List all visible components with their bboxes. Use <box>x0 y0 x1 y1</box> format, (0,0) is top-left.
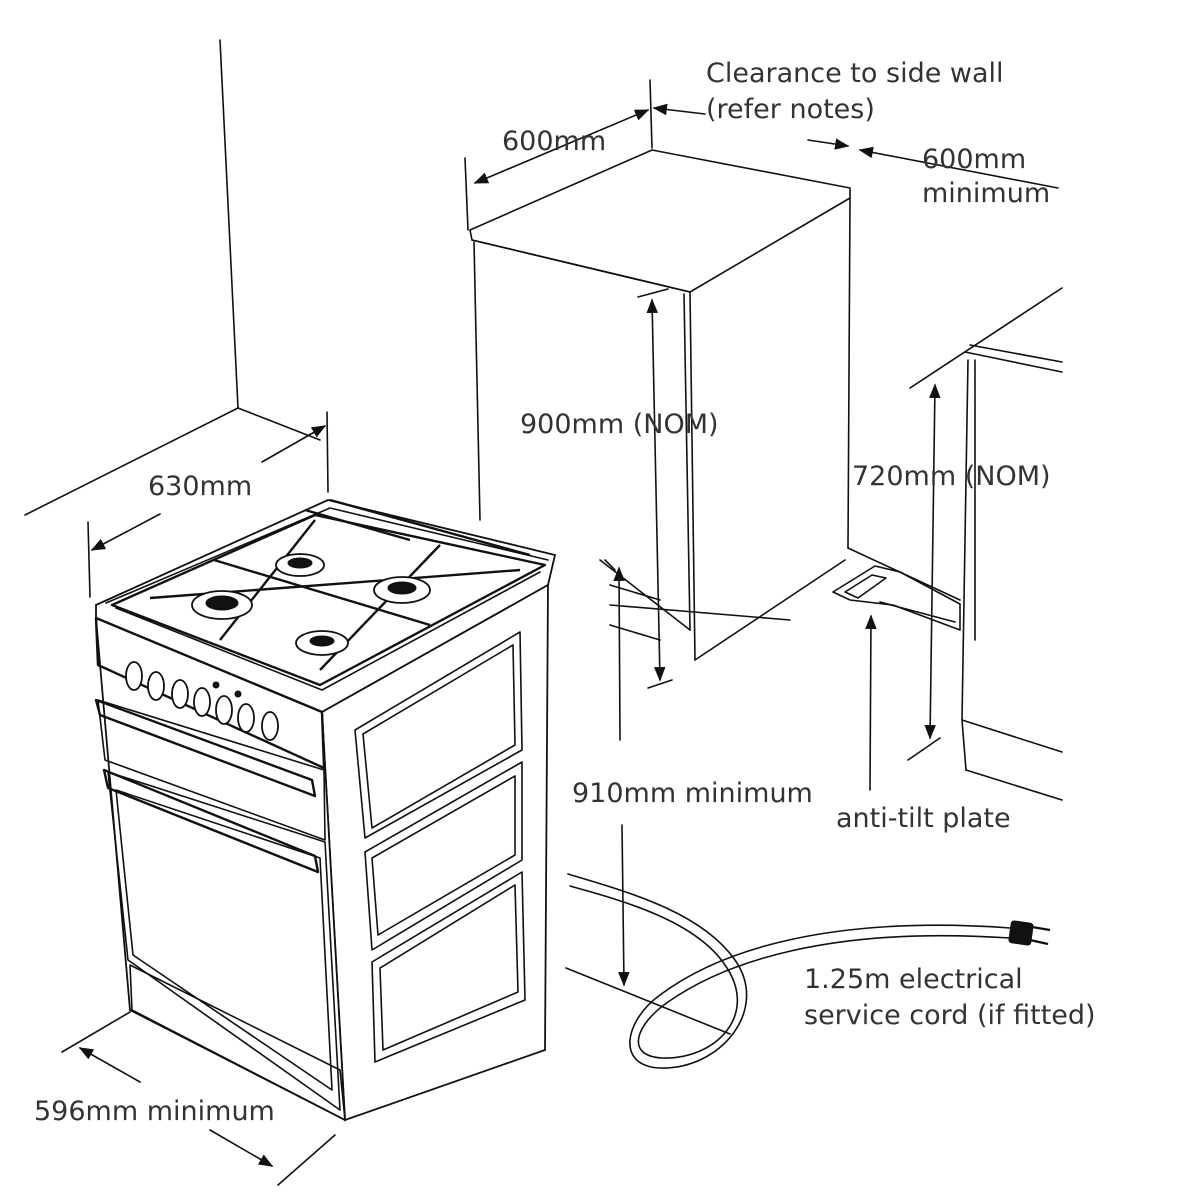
label-anti-tilt-plate: anti-tilt plate <box>836 803 1011 834</box>
label-clearance-side-wall: Clearance to side wall <box>706 58 1004 89</box>
label-height-900: 900mm (NOM) <box>520 409 719 440</box>
control-knobs <box>125 661 279 741</box>
wall-corner <box>24 39 321 516</box>
label-cord-note: service cord (if fitted) <box>804 1000 1096 1031</box>
label-side-600: 600mm <box>922 144 1027 175</box>
dimension-596 <box>61 1011 336 1186</box>
dimension-side-clearance <box>652 103 1059 189</box>
dimension-720 <box>907 383 941 761</box>
label-clearance-910: 910mm minimum <box>572 778 813 809</box>
label-side-minimum: minimum <box>922 178 1051 209</box>
dimension-630 <box>87 411 329 598</box>
cooker <box>94 499 557 1122</box>
gas-burners <box>191 553 431 656</box>
label-cord-length: 1.25m electrical <box>804 964 1023 995</box>
cabinet <box>469 149 851 661</box>
dimension-910 <box>565 559 791 1035</box>
anti-tilt-plate <box>832 565 961 791</box>
service-cord <box>567 873 1051 1069</box>
label-height-720: 720mm (NOM) <box>852 461 1051 492</box>
label-refer-notes: (refer notes) <box>706 94 875 125</box>
label-depth-630: 630mm <box>148 471 253 502</box>
dimension-900 <box>637 288 673 689</box>
label-depth-600: 600mm <box>502 126 607 157</box>
side-bench <box>847 287 1063 801</box>
dimension-600-depth <box>464 79 653 231</box>
label-width-596: 596mm minimum <box>34 1096 275 1127</box>
